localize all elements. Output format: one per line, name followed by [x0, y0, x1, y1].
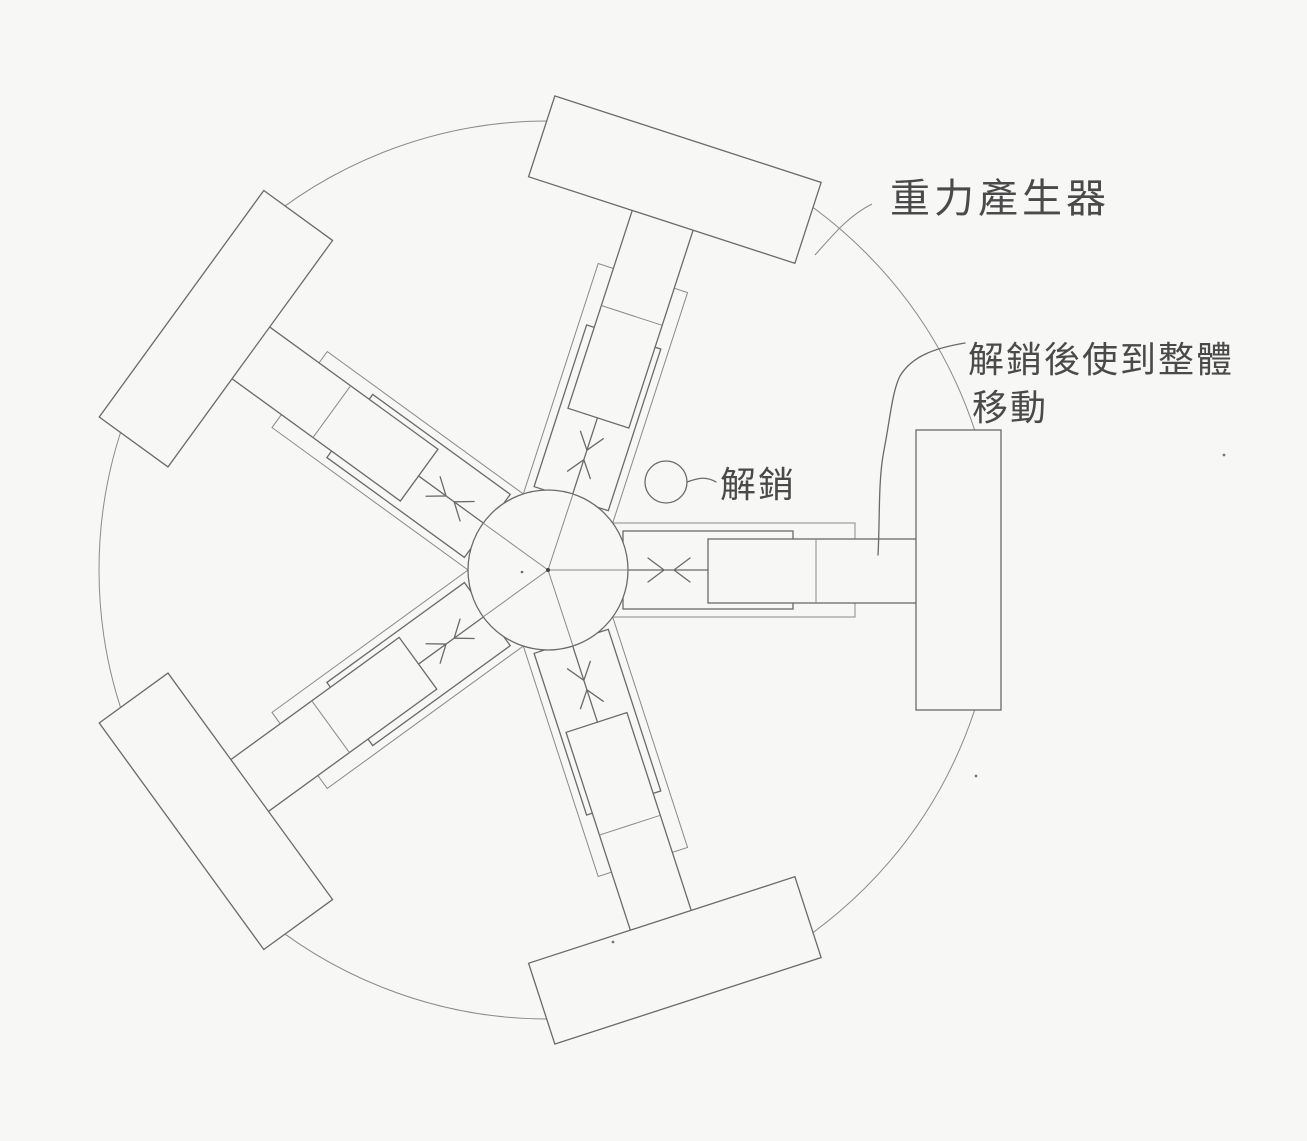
hub-mark — [520, 570, 524, 574]
arm-spring-line — [417, 616, 484, 665]
arm-rod — [567, 207, 695, 429]
unlock-pin-leader — [686, 477, 717, 483]
arm — [609, 429, 1002, 711]
arm-rod — [707, 538, 919, 604]
arm-weight-block — [98, 189, 334, 468]
arm-weight-block — [527, 95, 822, 265]
arm-rod-joint — [311, 700, 350, 753]
arm-rod — [228, 636, 438, 814]
hub-spokes — [482, 493, 628, 647]
arm-weight-block — [527, 875, 822, 1045]
arm-rod — [229, 324, 439, 502]
center-point — [546, 568, 550, 572]
arm-weight-block — [915, 429, 1002, 711]
arm-rod-joint — [599, 814, 661, 836]
arm — [521, 95, 822, 527]
arm-spring-line — [572, 645, 599, 723]
after-unlock-leader — [877, 342, 966, 556]
pencil-dot — [611, 940, 615, 944]
gravity-generator-leader — [814, 203, 873, 256]
after-unlock-label-line2: 移動 — [972, 388, 1048, 429]
unlock-pin — [644, 460, 688, 504]
pencil-dot — [974, 774, 978, 778]
pencil-dot — [1222, 453, 1226, 457]
arm-rod — [565, 711, 693, 933]
unlock-pin-label: 解銷 — [720, 465, 796, 506]
arm-rod-joint — [312, 385, 351, 438]
arm — [98, 189, 527, 573]
arm-rod-joint — [601, 305, 663, 326]
gravity-generator-label: 重力產生器 — [890, 176, 1110, 222]
arm-weight-block — [98, 672, 334, 951]
after-unlock-label-line1: 解銷後使到整體 — [968, 340, 1234, 381]
arm — [521, 613, 822, 1045]
arms — [98, 95, 1002, 1045]
arm-spring-line — [417, 475, 484, 524]
arm-spring-line — [572, 417, 599, 495]
